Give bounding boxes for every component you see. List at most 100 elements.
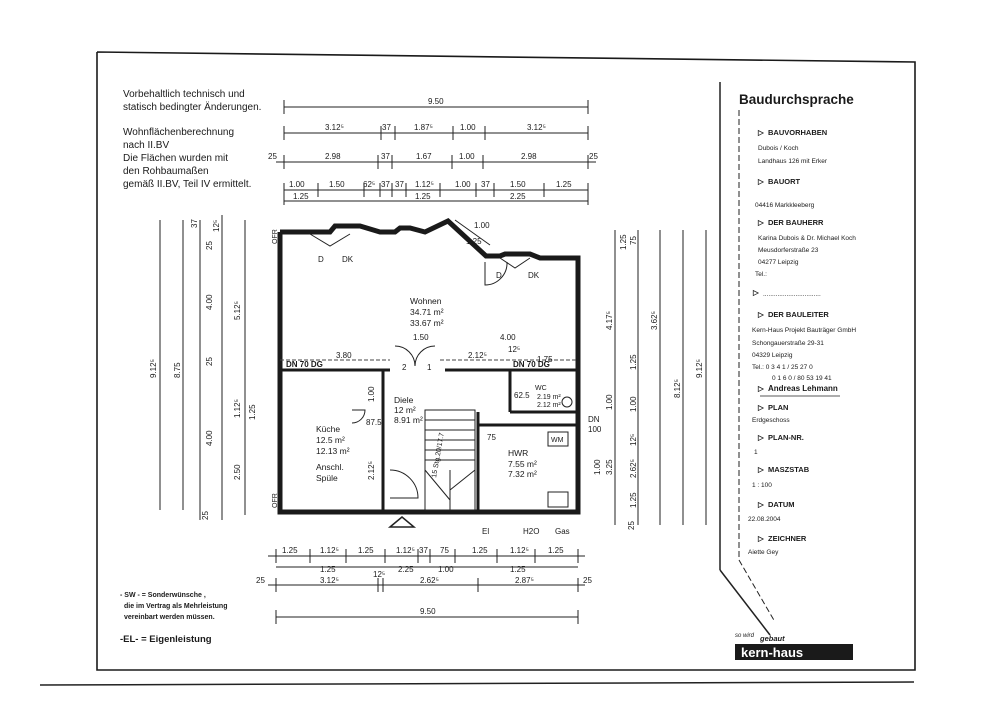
dim-label: 4.00 [205, 294, 214, 310]
notes-top: Vorbehaltlich technisch und statisch bed… [123, 89, 261, 190]
connection-label: H2O [523, 527, 539, 536]
bullet-icon: ▷ [757, 465, 765, 474]
dim-label: 1.25 [466, 237, 482, 246]
room-area: 7.55 m² [508, 459, 537, 469]
panel-value: Aiette Gey [748, 549, 779, 556]
bottom-dimensions: 1.25 1.12⁵ 1.25 1.12⁵ 37 75 1.25 1.12⁵ 1… [256, 546, 592, 624]
dim-label: 1.00 [593, 459, 602, 475]
dim-label: 12⁵ [508, 345, 520, 354]
dim-label: 2.50 [233, 464, 242, 480]
panel-value: ................................ [763, 291, 821, 298]
dim-label: 9.50 [420, 607, 436, 616]
dim-label: 3.25 [605, 459, 614, 475]
connection-label: El [482, 527, 489, 536]
dim-label: 25 [201, 511, 210, 520]
dim-label: 2.12⁵ [367, 461, 376, 480]
dim-label: 1.25 [282, 546, 298, 555]
bullet-icon: ▷ [757, 384, 765, 393]
note-line: statisch bedingter Änderungen. [123, 101, 261, 113]
entry-door [389, 469, 419, 499]
door-number: 1 [427, 363, 432, 372]
section-heading: DATUM [768, 500, 795, 509]
notes-bottom: - SW - = Sonderwünsche , die im Vertrag … [120, 592, 227, 621]
sw-note-line: die im Vertrag als Mehrleistung [124, 603, 227, 610]
dim-label: 1.25 [293, 192, 309, 201]
bottom-edge-line [39, 681, 915, 686]
dim-label: 62.5 [514, 391, 530, 400]
room-note: Anschl. [316, 462, 344, 472]
dim-label: 25 [256, 576, 265, 585]
dim-label: 2.98 [325, 152, 341, 161]
dim-label: 1.75 [537, 355, 553, 364]
room-area: 33.67 m² [410, 318, 444, 328]
room-area: 12.5 m² [316, 435, 345, 445]
dim-label: 1.25 [548, 546, 564, 555]
dim-label: 1.50 [510, 180, 526, 189]
dim-label: 75 [440, 546, 449, 555]
dim-label: 87.5 [366, 418, 382, 427]
room-area: 2.12 m² [537, 402, 561, 409]
dim-label: 25 [268, 152, 277, 161]
wm-label: WM [551, 437, 564, 444]
sw-note-line: - SW - = Sonderwünsche , [120, 592, 206, 599]
dim-label: 5.12⁵ [233, 301, 242, 320]
plan-labels: D DK D DK DN 70 DG DN 70 DG DN 100 OFR O… [272, 221, 602, 536]
dim-label: 2.62⁵ [420, 576, 439, 585]
washing-machine-icon [547, 431, 569, 447]
section-heading: BAUVORHABEN [768, 128, 827, 137]
right-dimensions: 1.25 4.17⁵ 1.00 3.25 25 75 3.62⁵ 1.25 1.… [605, 230, 707, 530]
window-door [484, 261, 508, 286]
dim-label: 1.12⁵ [233, 399, 242, 418]
top-dimensions: 9.50 3.12⁵ 37 1.87⁵ 1.00 3.12⁵ 25 2.98 3… [268, 97, 598, 205]
dim-label: 8.12⁵ [673, 379, 682, 398]
exterior-wall [277, 218, 581, 515]
dim-label: 75 [629, 236, 638, 245]
dim-label: 37 [395, 180, 404, 189]
room-name: WC [535, 385, 547, 392]
staircase [424, 409, 476, 511]
dim-label: 2.25 [510, 192, 526, 201]
dim-label: 2.12⁵ [468, 351, 487, 360]
floor-plan [277, 218, 581, 528]
bullet-icon: ▷ [757, 218, 765, 227]
dim-label: 1.00 [289, 180, 305, 189]
utility-box-icon [547, 491, 569, 508]
bullet-icon: ▷ [757, 433, 765, 442]
note-line: den Rohbaumaßen [123, 166, 209, 177]
bullet-icon: ▷ [752, 288, 760, 297]
panel-value: 04277 Leipzig [758, 259, 799, 266]
note-line: nach II.BV [123, 140, 169, 151]
dim-label: 9.12⁵ [695, 359, 704, 378]
logo-tagline: so wird [735, 633, 755, 639]
panel-value: 04329 Leipzig [752, 352, 793, 359]
dim-label: 1.00 [629, 396, 638, 412]
ceiling-note: DN 70 DG [286, 360, 323, 369]
note-line: Die Flächen wurden mit [123, 153, 228, 164]
dim-label: 1.67 [416, 152, 432, 161]
section-heading: PLAN-NR. [768, 433, 804, 442]
window-label: D [318, 255, 324, 264]
dim-label: 3.12⁵ [320, 576, 339, 585]
dim-label: 1.25 [510, 565, 526, 574]
el-note: -EL- = Eigenleistung [120, 634, 212, 645]
room-name: Diele [394, 395, 414, 405]
connection-label: Gas [555, 527, 570, 536]
window-label: D [496, 271, 502, 280]
pipe-label: DN [588, 415, 600, 424]
kern-haus-logo: so wird gebaut kern-haus [735, 633, 853, 660]
note-line: Wohnflächenberechnung [123, 127, 234, 138]
room-area: 8.91 m² [394, 415, 423, 425]
entrance-arrow-icon [387, 516, 417, 528]
sw-note-line: vereinbart werden müssen. [124, 614, 215, 621]
ofr-label: OFR [272, 493, 279, 508]
section-heading: ZEICHNER [768, 534, 807, 543]
dim-label: 1.25 [472, 546, 488, 555]
dim-label: 1.25 [415, 192, 431, 201]
panel-value: 1 [754, 449, 758, 456]
dim-label: 1.25 [619, 234, 628, 250]
dim-label: 1.00 [455, 180, 471, 189]
dim-label: 1.00 [367, 386, 376, 402]
dim-label: 1.12⁵ [510, 546, 529, 555]
dim-label: 1.25 [248, 404, 257, 420]
logo-brand: kern-haus [741, 645, 803, 660]
